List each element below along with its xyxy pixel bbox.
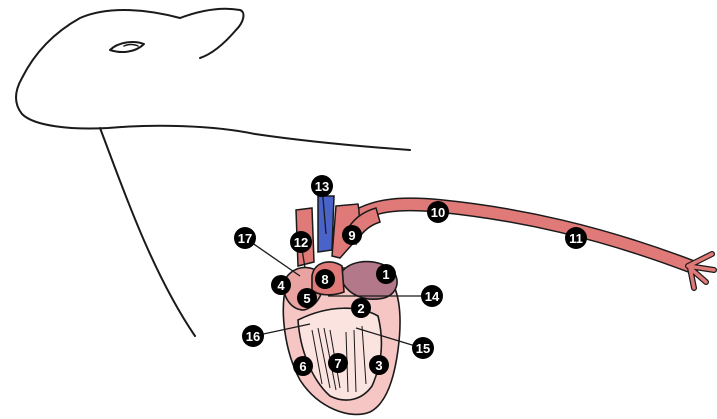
leg-artery — [345, 204, 714, 288]
marker-9-label: 9 — [348, 228, 355, 243]
marker-17-label: 17 — [238, 231, 252, 246]
marker-14: 14 — [421, 285, 443, 307]
marker-6: 6 — [293, 356, 313, 376]
marker-5: 5 — [297, 288, 317, 308]
marker-3: 3 — [369, 355, 389, 375]
sheep-eye — [110, 42, 144, 52]
marker-16: 16 — [242, 325, 264, 347]
marker-10: 10 — [427, 201, 449, 223]
marker-4-label: 4 — [277, 278, 285, 293]
marker-13-label: 13 — [315, 179, 329, 194]
marker-2: 2 — [351, 298, 371, 318]
marker-8: 8 — [315, 269, 335, 289]
heart — [283, 262, 400, 415]
marker-15: 15 — [412, 337, 434, 359]
marker-11: 11 — [565, 227, 587, 249]
sheep-head-outline — [16, 10, 410, 150]
marker-4: 4 — [271, 275, 291, 295]
marker-7: 7 — [328, 353, 348, 373]
sheep-neck-outline — [100, 128, 195, 336]
marker-11-label: 11 — [569, 231, 583, 246]
marker-9: 9 — [342, 225, 362, 245]
leg-artery-fill — [345, 204, 690, 266]
marker-5-label: 5 — [303, 291, 310, 306]
sheep-eye-pupil — [124, 45, 138, 47]
marker-1: 1 — [376, 264, 396, 284]
marker-17: 17 — [234, 227, 256, 249]
marker-12-label: 12 — [294, 235, 308, 250]
sheep-ear-outline — [180, 9, 243, 58]
marker-14-label: 14 — [425, 289, 440, 304]
marker-12: 12 — [290, 231, 312, 253]
marker-6-label: 6 — [299, 359, 306, 374]
marker-2-label: 2 — [357, 301, 364, 316]
marker-3-label: 3 — [375, 358, 382, 373]
marker-15-label: 15 — [416, 341, 430, 356]
marker-8-label: 8 — [321, 272, 328, 287]
marker-16-label: 16 — [246, 329, 260, 344]
marker-13: 13 — [311, 175, 333, 197]
marker-10-label: 10 — [431, 205, 445, 220]
marker-7-label: 7 — [334, 356, 341, 371]
vena-cava-blue — [318, 196, 334, 252]
marker-1-label: 1 — [382, 267, 389, 282]
